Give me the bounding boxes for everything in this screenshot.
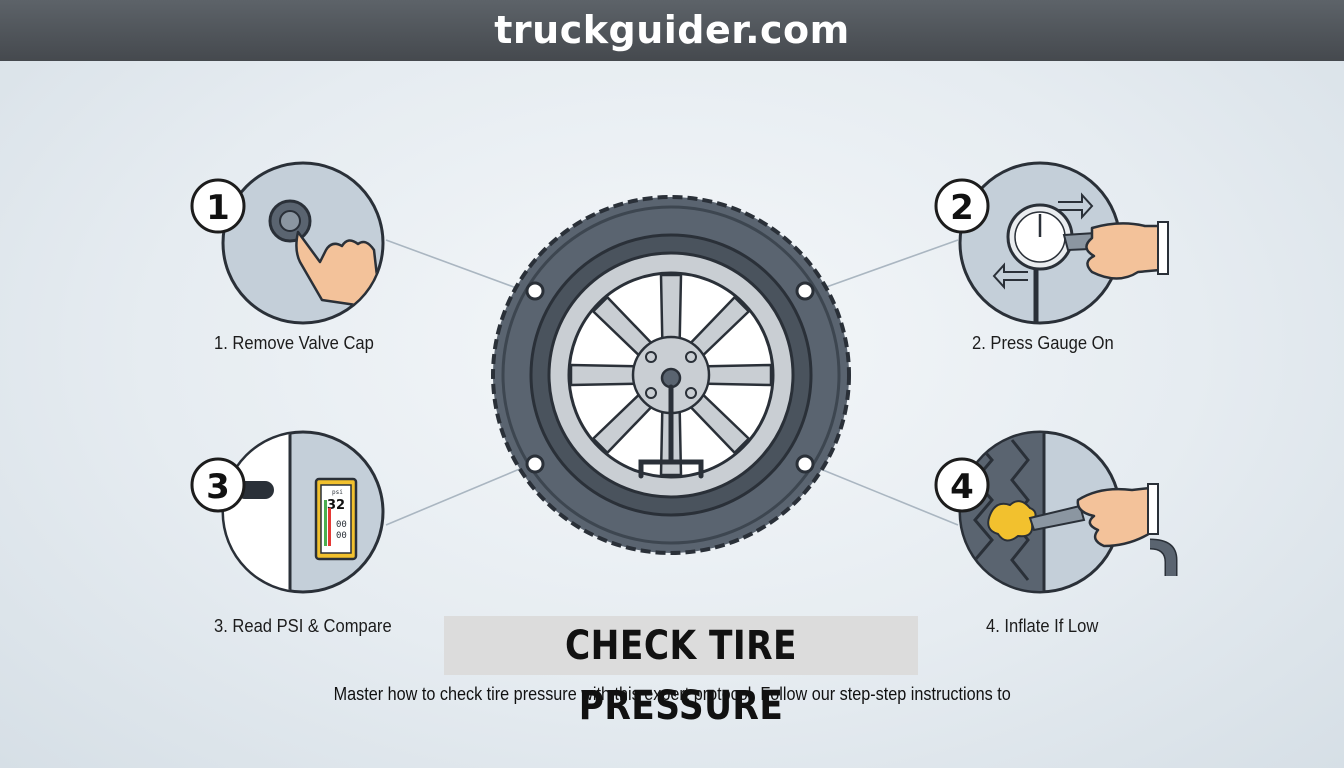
hand-icon: [1085, 222, 1162, 280]
tire-wheel-icon: [491, 195, 851, 555]
step-4-badge: 4: [934, 457, 990, 513]
step-1-badge: 1: [190, 178, 246, 234]
gauge-unit: psi: [332, 489, 343, 496]
step-3-number: 3: [206, 467, 230, 507]
step-3-illustration: psi 32 00 00: [221, 430, 385, 594]
arrow-icon: [1058, 192, 1094, 220]
connector-step-2: [817, 239, 959, 291]
arrow-icon: [992, 262, 1028, 290]
gauge-row-2: 00: [336, 531, 347, 541]
main-title: CHECK TIRE PRESSURE: [444, 616, 918, 729]
step-2-badge: 2: [934, 178, 990, 234]
connector-step-3: [385, 467, 523, 526]
main-title-text: CHECK TIRE PRESSURE: [565, 623, 797, 729]
hand-icon: [295, 230, 380, 307]
connector-step-1: [385, 239, 523, 291]
step-3-badge: 3: [190, 457, 246, 513]
air-inflator-icon: [987, 500, 1086, 542]
hand-icon: [1076, 486, 1154, 548]
tpms-display-icon: psi 32 00 00: [314, 477, 358, 561]
connector-lines: [385, 239, 959, 526]
valve-stem: [638, 384, 704, 479]
step-1-number: 1: [206, 188, 230, 228]
step-1-label: 1. Remove Valve Cap: [214, 333, 374, 353]
gauge-reading: 32: [327, 498, 345, 513]
step-4-number: 4: [950, 467, 974, 507]
site-banner: truckguider.com: [0, 0, 1344, 61]
step-3-label: 3. Read PSI & Compare: [214, 616, 392, 636]
pressure-gauge-icon: [992, 192, 1113, 322]
connector-step-4: [817, 467, 959, 526]
step-4-label: 4. Inflate If Low: [986, 616, 1099, 636]
valve-cap-icon: [268, 199, 380, 307]
subtitle: Master how to check tire pressure with t…: [0, 684, 1344, 705]
step-1-illustration: [221, 161, 385, 325]
subtitle-text: Master how to check tire pressure with t…: [333, 684, 1011, 704]
step-2-number: 2: [950, 188, 974, 228]
gauge-row-1: 00: [336, 520, 347, 530]
step-2-label: 2. Press Gauge On: [972, 333, 1114, 353]
